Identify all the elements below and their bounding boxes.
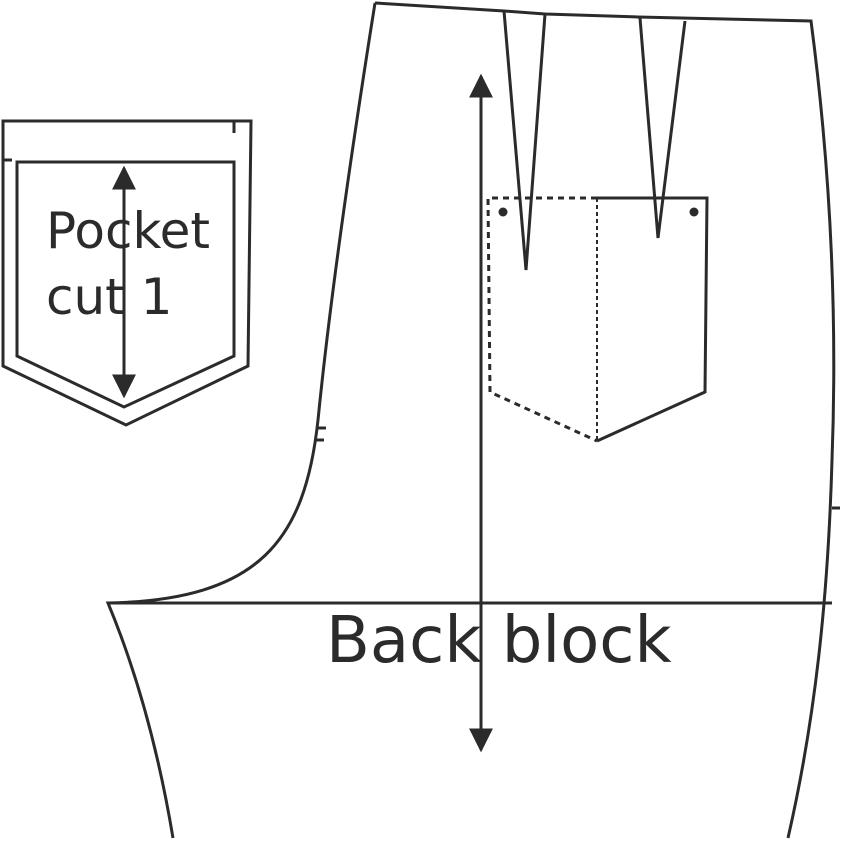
pocket-placement bbox=[486, 196, 709, 443]
pocket-label-line2: cut 1 bbox=[46, 268, 173, 326]
back-block-pattern-piece bbox=[105, 1, 840, 839]
pocket-placement-dashed-half bbox=[486, 196, 598, 443]
back-block-label: Back block bbox=[326, 604, 672, 678]
pocket-outer-outline bbox=[1, 119, 253, 427]
dart-right bbox=[638, 17, 687, 239]
back-block-outline bbox=[105, 1, 836, 839]
pocket-inner-stitch-line bbox=[15, 160, 236, 409]
pocket-placement-solid-half bbox=[596, 196, 709, 443]
pocket-placement-dot-right bbox=[689, 207, 699, 217]
pocket-pattern-piece bbox=[1, 119, 253, 427]
pocket-label-line1: Pocket bbox=[46, 202, 210, 260]
pocket-placement-dot-left bbox=[498, 207, 508, 217]
dart-left bbox=[502, 10, 547, 271]
